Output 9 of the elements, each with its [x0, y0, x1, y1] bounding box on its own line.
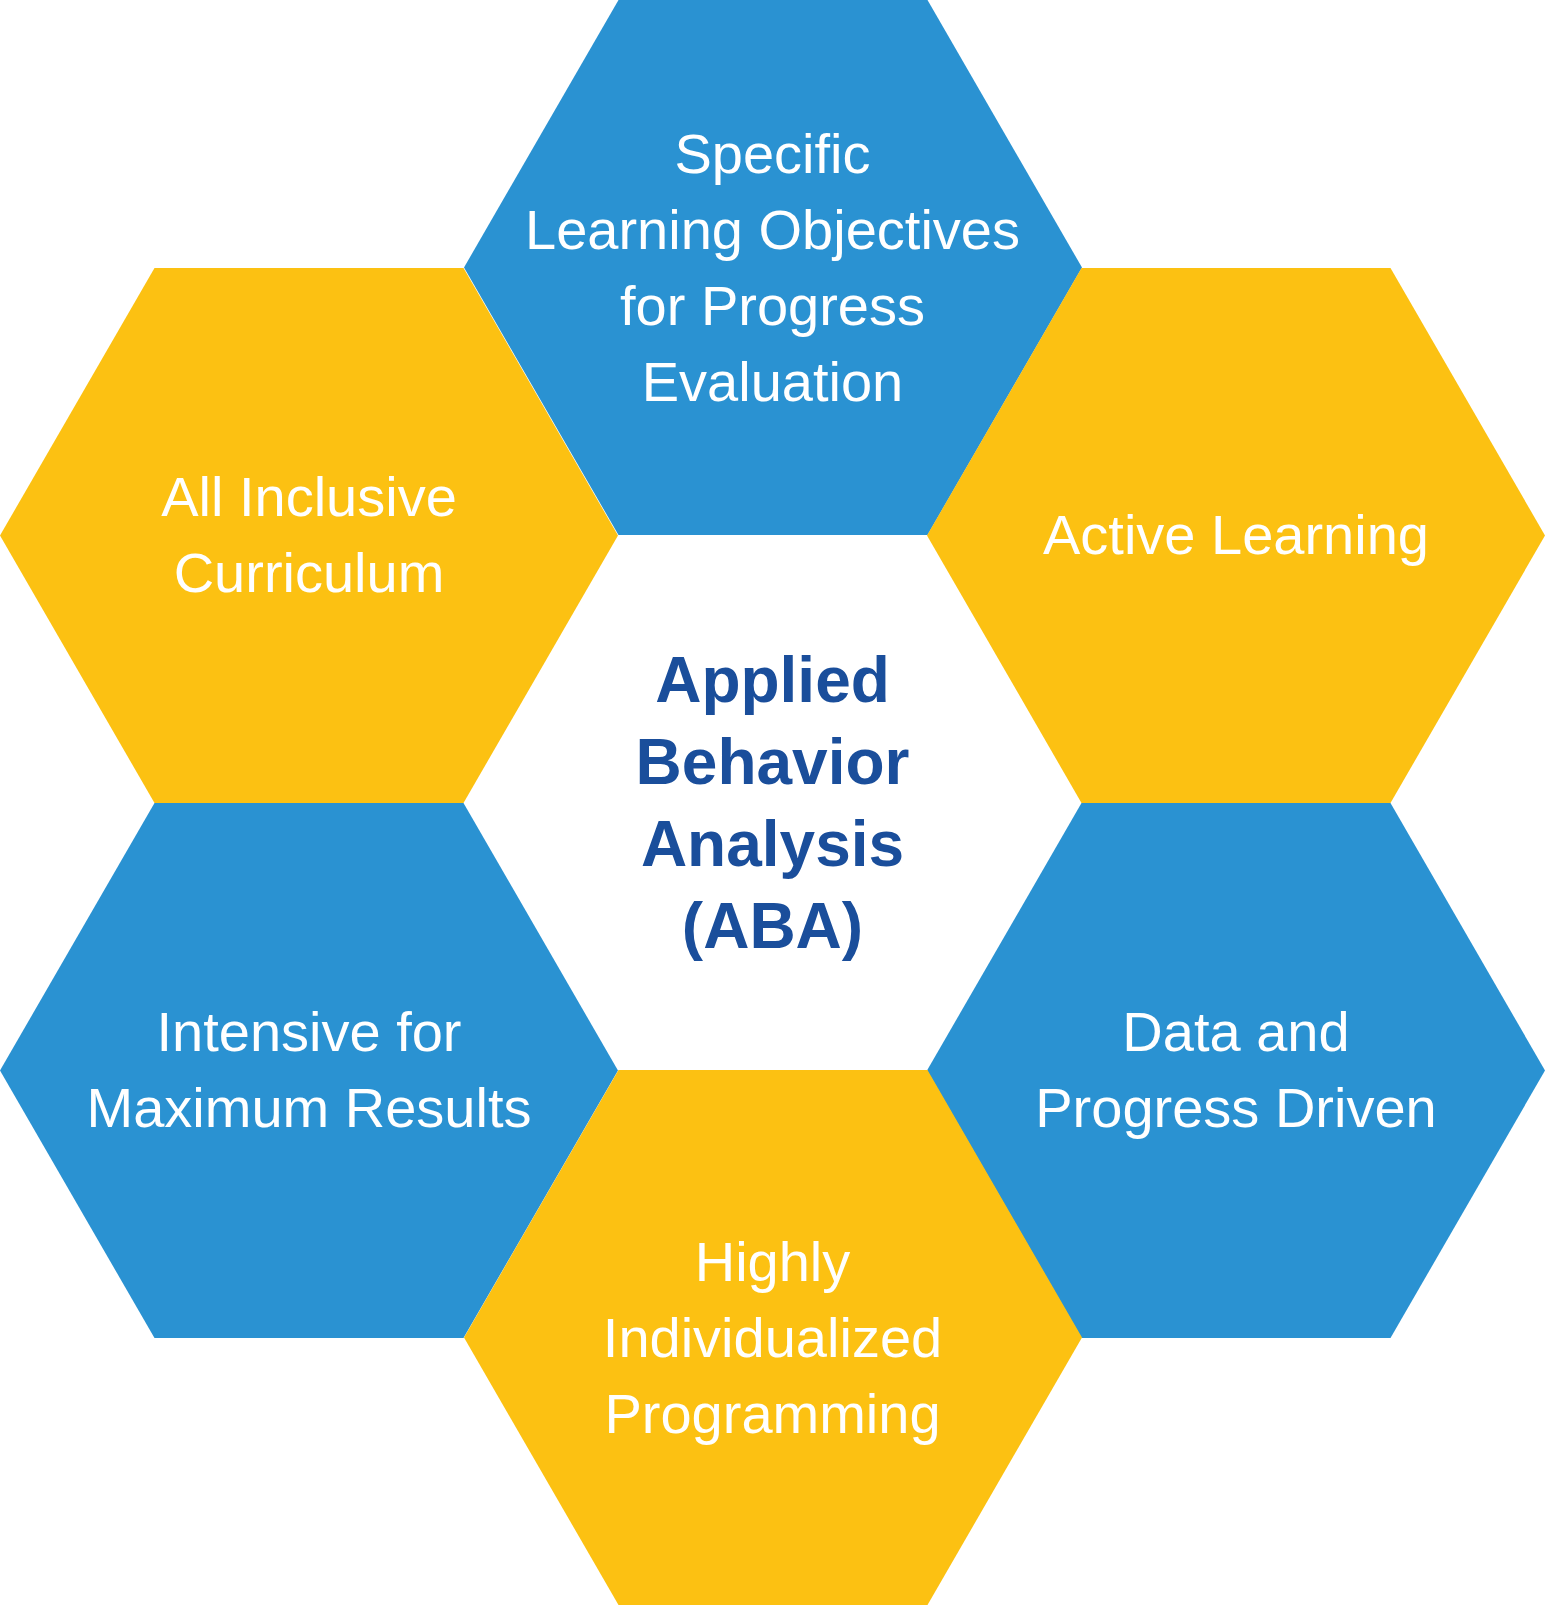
hexagon-label: Intensive for Maximum Results [86, 999, 532, 1141]
hexagon-tile [927, 267, 1545, 803]
hexagon-label: Specific Learning Objectives for Progress Evaluation [525, 120, 1020, 415]
hexagon-label: Data and Progress Driven [1035, 999, 1437, 1141]
hexagon-label: All Inclusive Curriculum [161, 464, 457, 606]
hexagon-label: Highly Individualized Programming [602, 1228, 943, 1447]
hexagon-label: Active Learning [1043, 502, 1429, 568]
hub-label: Applied Behavior Analysis (ABA) [635, 638, 910, 967]
hexagon-tile [0, 267, 618, 803]
